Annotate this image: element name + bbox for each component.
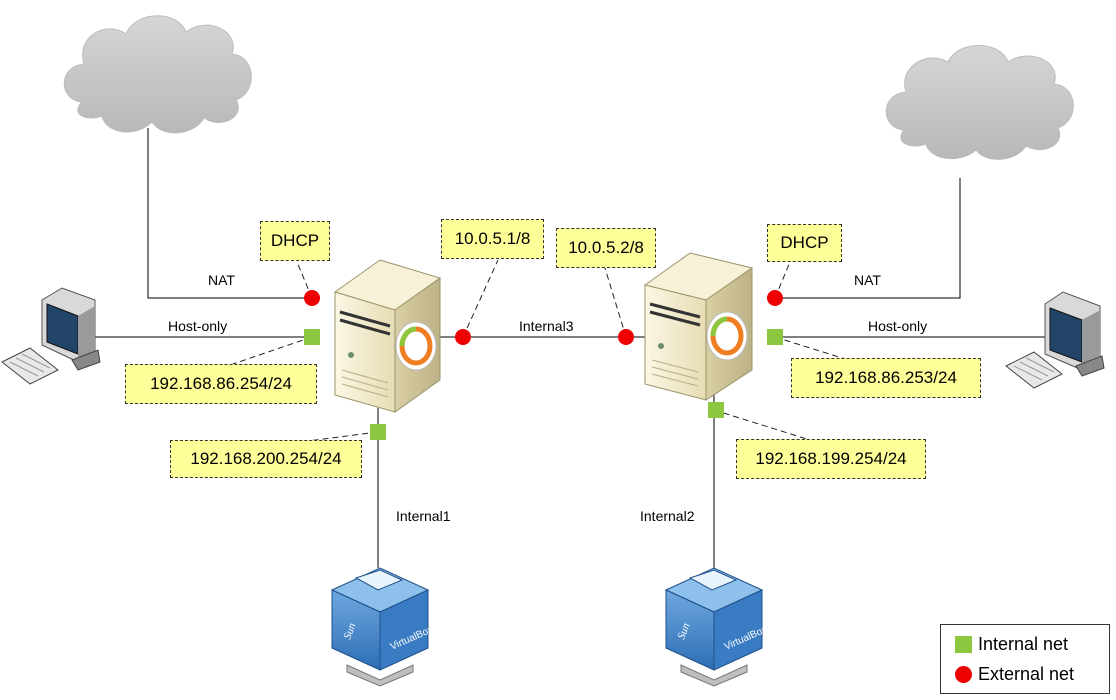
dhcp-box-right: DHCP (767, 224, 842, 262)
leader-lines (229, 259, 856, 443)
legend-internal-label: Internal net (978, 634, 1069, 654)
virtualbox-icon: Sun VirtualBox (330, 567, 435, 687)
cloud-icon (63, 15, 252, 134)
vm-sun-text: Sun (342, 621, 359, 641)
external-port-dot (767, 290, 783, 306)
nat-line-left (147, 128, 312, 299)
label-internal1: Internal1 (396, 508, 451, 524)
internal-port-square (767, 329, 783, 345)
server-icon (333, 259, 442, 413)
server-icon (643, 252, 754, 401)
cloud-icon (885, 45, 1074, 160)
vm-sun-text: Sun (676, 621, 693, 641)
ip-box-86-254: 192.168.86.254/24 (125, 364, 317, 404)
ip-box-10-0-5-1: 10.0.5.1/8 (441, 219, 544, 259)
workstation-icon (1005, 291, 1105, 389)
legend: Internal net External net (940, 624, 1110, 694)
internal-port-square (370, 424, 386, 440)
ip-box-86-253: 192.168.86.253/24 (791, 358, 981, 398)
ip-box-10-0-5-2: 10.0.5.2/8 (556, 228, 656, 268)
label-hostonly-left: Host-only (168, 318, 228, 334)
connection-lines (88, 128, 1045, 568)
ip-box-200-254: 192.168.200.254/24 (170, 440, 362, 478)
workstation-icon (1, 287, 101, 385)
external-ports (304, 290, 783, 345)
legend-external-label: External net (978, 664, 1075, 684)
internal-port-square (304, 329, 320, 345)
dhcp-box-left: DHCP (260, 221, 330, 261)
external-port-dot (618, 329, 634, 345)
legend-internal-net: Internal net (955, 634, 1068, 655)
ip-box-199-254: 192.168.199.254/24 (736, 439, 926, 479)
label-internal3: Internal3 (519, 318, 574, 334)
nat-line-right (775, 178, 961, 299)
label-nat-right: NAT (854, 272, 881, 288)
label-hostonly-right: Host-only (868, 318, 928, 334)
internal-ports (304, 329, 783, 440)
external-port-dot (304, 290, 320, 306)
external-port-dot (455, 329, 471, 345)
legend-external-net: External net (955, 664, 1074, 685)
red-dot-icon (955, 666, 972, 683)
green-square-icon (955, 636, 972, 653)
label-nat-left: NAT (208, 272, 235, 288)
label-internal2: Internal2 (640, 508, 695, 524)
virtualbox-icon: Sun VirtualBox (664, 567, 769, 687)
internal-port-square (708, 402, 724, 418)
